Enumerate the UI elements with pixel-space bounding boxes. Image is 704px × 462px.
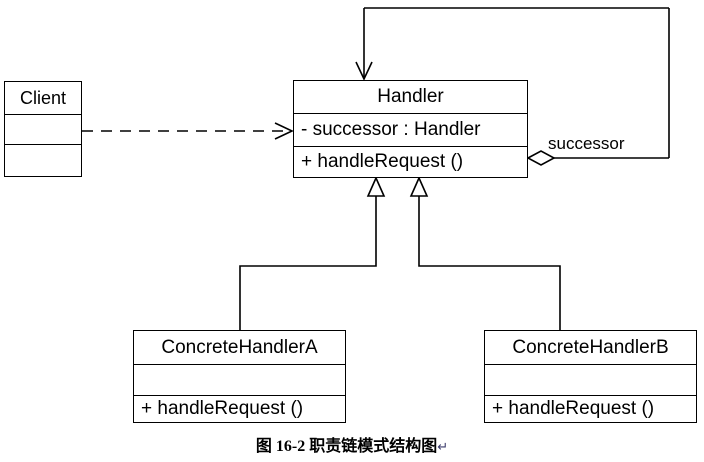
- class-name-handler: Handler: [377, 86, 444, 107]
- inheritance-elbow-a: [239, 196, 377, 330]
- class-attributes-concrete-handler-b: [485, 364, 696, 395]
- class-box-concrete-handler-b[interactable]: ConcreteHandlerB + handleRequest (): [484, 330, 697, 423]
- inheritance-triangle-a: [366, 176, 386, 197]
- successor-open-arrowhead: [355, 61, 373, 81]
- figure-caption: 图 16-2 职责链模式结构图↵: [0, 432, 704, 456]
- generalization-b-to-handler: [409, 176, 561, 330]
- dependency-open-arrowhead: [274, 122, 294, 140]
- aggregation-hollow-diamond: [526, 150, 556, 166]
- figure-caption-text: 图 16-2 职责链模式结构图: [255, 438, 438, 455]
- dependency-client-to-handler: [82, 122, 294, 140]
- class-operation-handler-handlerequest: + handleRequest (): [294, 146, 527, 177]
- class-operations-client: [5, 144, 81, 174]
- class-operation-concrete-handler-a-handlerequest: + handleRequest (): [134, 395, 345, 422]
- class-attributes-concrete-handler-a: [134, 364, 345, 395]
- association-label-successor: successor: [548, 134, 625, 153]
- class-box-concrete-handler-a[interactable]: ConcreteHandlerA + handleRequest (): [133, 330, 346, 423]
- paragraph-return-mark: ↵: [437, 439, 449, 454]
- inheritance-elbow-b: [418, 196, 561, 330]
- generalization-a-to-handler: [239, 176, 386, 330]
- class-name-concrete-handler-b: ConcreteHandlerB: [512, 336, 669, 358]
- inheritance-triangle-b: [409, 176, 429, 197]
- class-box-handler[interactable]: Handler - successor : Handler + handleRe…: [293, 80, 528, 178]
- class-name-concrete-handler-a: ConcreteHandlerA: [161, 336, 318, 358]
- aggregation-handler-successor: [355, 7, 670, 166]
- class-attribute-handler-successor: - successor : Handler: [294, 113, 527, 146]
- class-name-client: Client: [19, 87, 67, 108]
- class-attributes-client: [5, 114, 81, 144]
- class-box-client[interactable]: Client: [4, 81, 82, 177]
- class-operation-concrete-handler-b-handlerequest: + handleRequest (): [485, 395, 696, 422]
